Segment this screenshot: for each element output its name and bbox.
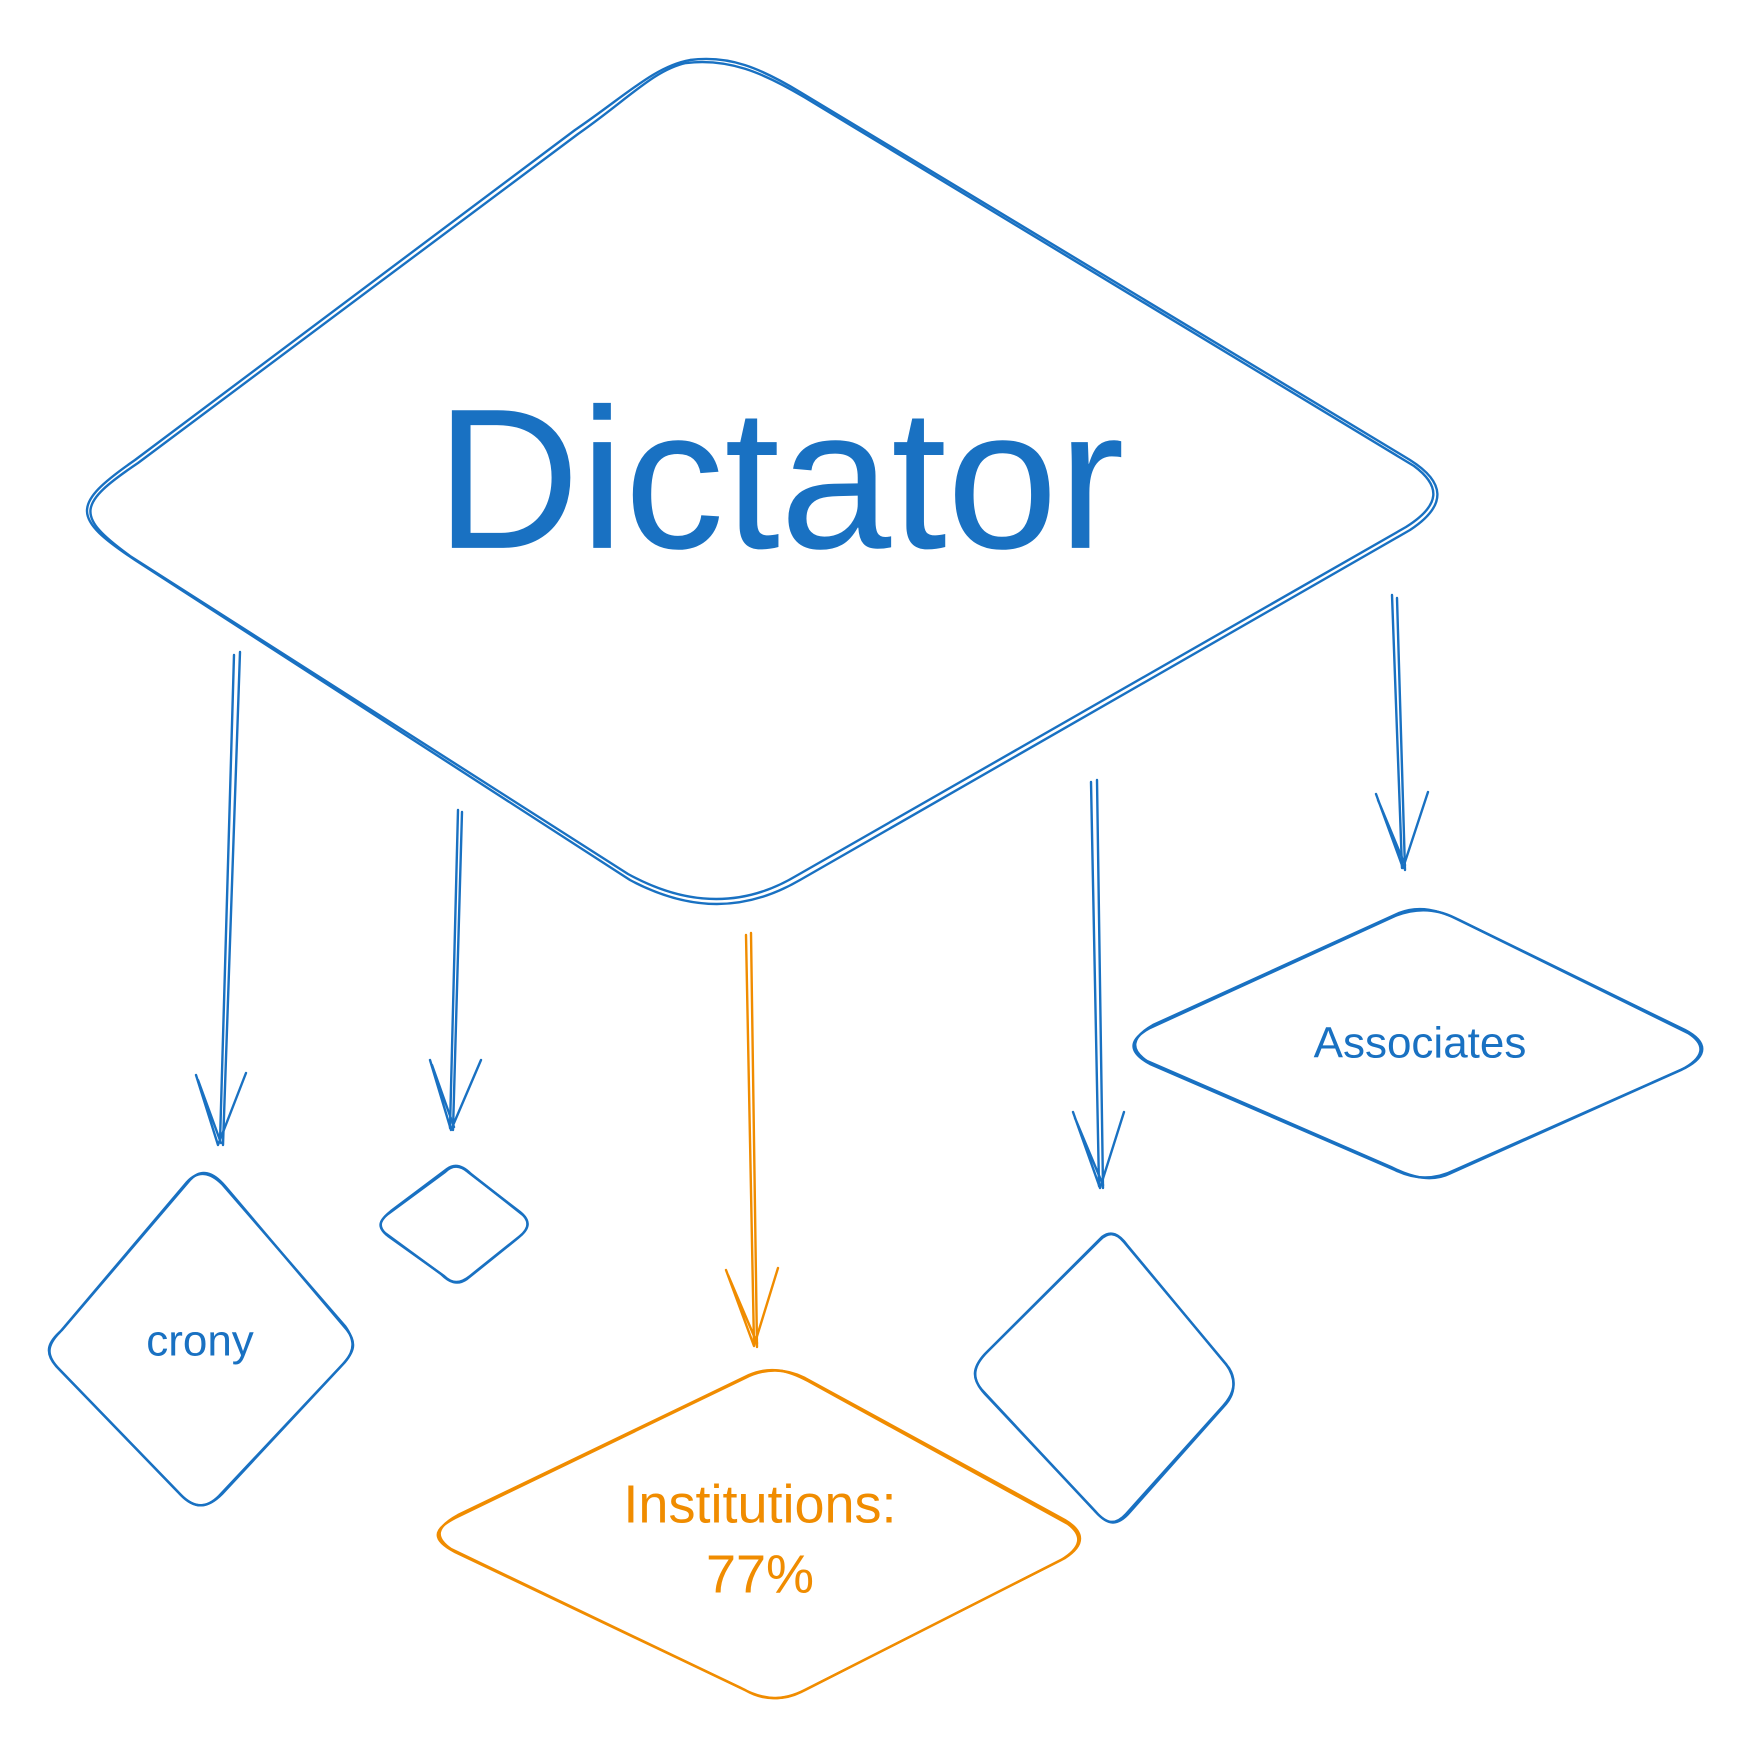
crony-diamond-outline-stroke2 — [47, 1171, 355, 1507]
small-diamond-outline — [379, 1165, 529, 1284]
associates-label: Associates — [1314, 1019, 1527, 1068]
arrow-to-small-node-shaft — [448, 808, 464, 1132]
arrow-to-crony-head — [194, 1071, 248, 1147]
small-empty-node[interactable] — [379, 1164, 529, 1284]
arrow-to-associates-shaft — [1390, 593, 1407, 872]
arrow-to-associates[interactable] — [1374, 593, 1430, 872]
institutions-diamond-outline-stroke2 — [438, 1368, 1080, 1700]
institutions-node[interactable]: Institutions: 77% — [436, 1368, 1082, 1700]
empty-diamond-outline-stroke2 — [973, 1232, 1235, 1524]
associates-node[interactable]: Associates — [1132, 907, 1704, 1180]
arrow-to-small-node-head — [428, 1058, 483, 1132]
empty-diamond-outline — [974, 1233, 1235, 1524]
empty-node[interactable] — [973, 1232, 1235, 1524]
arrow-to-associates-head — [1374, 790, 1430, 870]
arrow-to-empty-node-head — [1071, 1110, 1126, 1190]
institutions-label-line1: Institutions: — [623, 1474, 896, 1534]
crony-node[interactable]: crony — [47, 1171, 355, 1507]
dictator-label: Dictator — [435, 368, 1124, 591]
crony-label: crony — [146, 1317, 254, 1366]
arrow-to-empty-node-shaft — [1089, 778, 1105, 1190]
arrow-to-crony-shaft — [218, 650, 242, 1147]
institutions-label-line2: 77% — [706, 1544, 814, 1604]
dictator-diamond-outline-stroke2 — [89, 60, 1435, 901]
arrow-to-institutions-shaft — [744, 931, 759, 1349]
arrow-to-institutions-head — [724, 1266, 780, 1348]
arrow-to-crony[interactable] — [194, 650, 248, 1147]
associates-diamond-outline-stroke2 — [1134, 907, 1702, 1180]
arrow-to-empty-node[interactable] — [1071, 778, 1126, 1190]
arrow-to-institutions[interactable] — [724, 931, 780, 1349]
small-diamond-outline-stroke2 — [379, 1164, 529, 1284]
arrow-to-small-node[interactable] — [428, 808, 483, 1132]
dictator-node[interactable]: Dictator — [86, 57, 1439, 906]
institutions-diamond-outline — [436, 1369, 1082, 1700]
dictator-diamond-outline — [86, 57, 1439, 906]
